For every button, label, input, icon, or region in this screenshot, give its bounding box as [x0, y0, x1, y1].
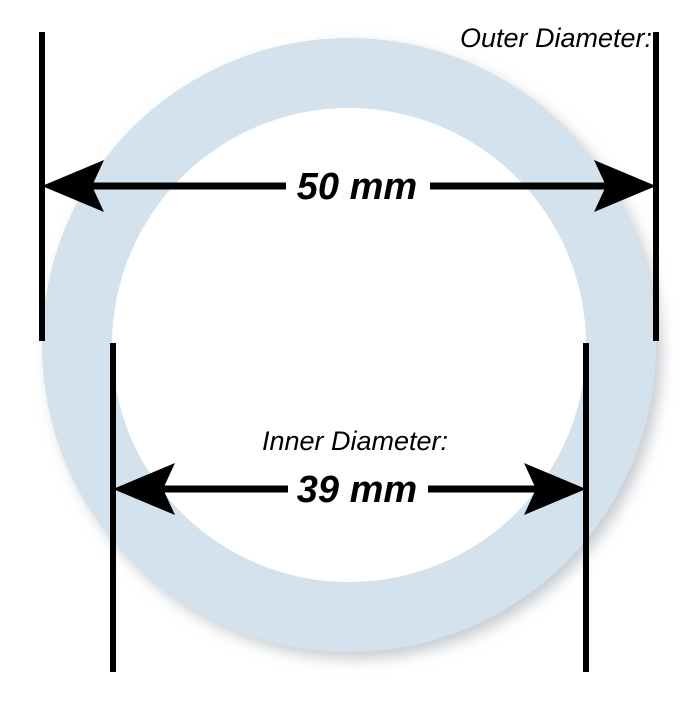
- inner-diameter-label: Inner Diameter:: [262, 426, 448, 456]
- inner-circle: [112, 108, 586, 582]
- inner-dimension-arrow: [113, 463, 586, 515]
- outer-dimension-arrow: [42, 160, 656, 212]
- arrow-left-icon: [42, 160, 104, 212]
- outer-diameter-value: 50 mm: [297, 166, 417, 208]
- outer-diameter-label: Outer Diameter:: [460, 23, 652, 53]
- inner-diameter-value: 39 mm: [297, 469, 417, 511]
- arrow-right-icon: [594, 160, 656, 212]
- arrow-right-icon: [524, 463, 586, 515]
- arrow-left-icon: [113, 463, 175, 515]
